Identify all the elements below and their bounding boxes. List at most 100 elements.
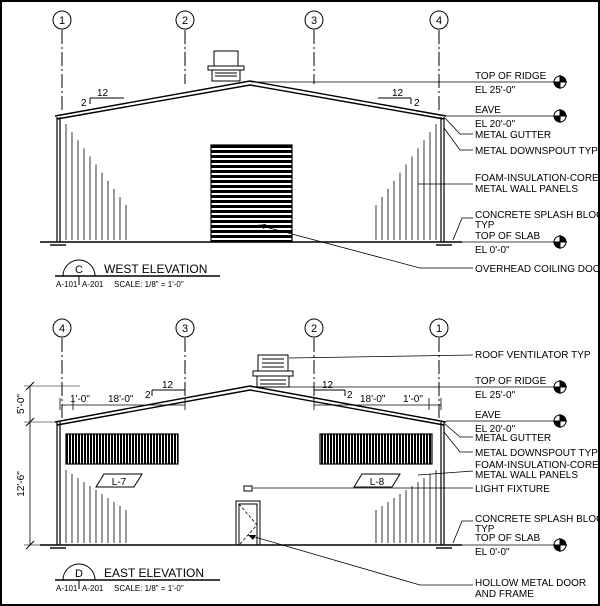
east-grid-bubble-1: 1	[429, 318, 449, 338]
svg-text:4: 4	[436, 15, 442, 27]
west-grid-bubble-4: 4	[429, 10, 449, 30]
east-level-eave: EAVE EL 20'-0"	[446, 410, 567, 435]
svg-text:METAL DOWNSPOUT TYP: METAL DOWNSPOUT TYP	[475, 448, 598, 459]
svg-text:L-7: L-7	[112, 477, 127, 488]
svg-text:2: 2	[414, 98, 420, 109]
svg-text:5'-0": 5'-0"	[16, 394, 27, 414]
louver-right	[319, 433, 433, 465]
svg-text:12: 12	[97, 88, 109, 99]
louver-tag-right: L-8	[353, 473, 401, 488]
svg-text:TYP: TYP	[475, 220, 495, 231]
svg-text:EL 0'-0": EL 0'-0"	[475, 245, 510, 256]
east-callout-ventilator: ROOF VENTILATOR TYP	[288, 350, 591, 361]
svg-text:METAL WALL PANELS: METAL WALL PANELS	[475, 470, 578, 481]
east-pitch-left: 12 2	[145, 380, 185, 401]
west-grid-bubble-3: 3	[304, 10, 324, 30]
svg-text:4: 4	[59, 323, 65, 335]
svg-text:SCALE: 1/8" = 1'-0": SCALE: 1/8" = 1'-0"	[114, 280, 184, 289]
svg-text:WEST ELEVATION: WEST ELEVATION	[104, 262, 207, 276]
west-roof-ventilator	[207, 50, 245, 82]
svg-text:3: 3	[182, 323, 188, 335]
west-callout-door: OVERHEAD COILING DOOR	[257, 224, 600, 275]
svg-text:2: 2	[182, 15, 188, 27]
east-dim-left: 1'-0" 18'-0"	[59, 394, 186, 410]
east-panel-hatch-right	[375, 470, 437, 543]
east-callout-door: HOLLOW METAL DOOR AND FRAME	[247, 534, 586, 600]
west-callout-gutter: METAL GUTTER	[444, 117, 551, 141]
svg-text:A-101: A-101	[56, 280, 78, 289]
east-grid-bubble-4: 4	[52, 318, 72, 338]
west-elevation: 1 2 3 4	[40, 10, 600, 289]
east-grid-bubble-3: 3	[175, 318, 195, 338]
svg-text:C: C	[75, 264, 83, 276]
east-elevation: 4 3 2 1	[16, 318, 600, 600]
west-callout-downspout: METAL DOWNSPOUT TYP	[443, 127, 598, 157]
east-grid-bubble-2: 2	[304, 318, 324, 338]
west-pitch-right: 12 2	[378, 88, 420, 109]
svg-text:METAL GUTTER: METAL GUTTER	[475, 130, 551, 141]
east-roof-outline	[54, 385, 447, 426]
west-grid-lines	[61, 30, 440, 113]
svg-text:EAVE: EAVE	[475, 105, 501, 116]
east-roof-ventilator	[252, 354, 294, 388]
overhead-coiling-door	[210, 144, 293, 243]
svg-text:EL 25'-0": EL 25'-0"	[475, 85, 516, 96]
svg-text:12: 12	[322, 380, 334, 391]
east-pitch-right: 12 2	[314, 380, 353, 401]
svg-text:LIGHT FIXTURE: LIGHT FIXTURE	[475, 484, 550, 495]
east-wall-outline	[56, 422, 445, 545]
east-vertical-dims: 5'-0" 12'-6"	[16, 381, 80, 550]
east-grid-lines	[61, 338, 440, 418]
east-level-slab: TOP OF SLAB EL 0'-0"	[462, 533, 567, 558]
svg-text:L-8: L-8	[370, 477, 385, 488]
svg-text:FOAM-INSULATION-CORE: FOAM-INSULATION-CORE	[475, 173, 599, 184]
svg-text:1'-0": 1'-0"	[70, 394, 90, 405]
east-callout-gutter: METAL GUTTER	[444, 423, 551, 444]
svg-text:1'-0": 1'-0"	[403, 394, 423, 405]
svg-text:EL 20'-0": EL 20'-0"	[475, 119, 516, 130]
svg-text:2: 2	[347, 390, 353, 401]
svg-text:OVERHEAD COILING DOOR: OVERHEAD COILING DOOR	[475, 264, 600, 275]
east-callout-splash: CONCRETE SPLASH BLOCK TYP	[452, 514, 600, 544]
west-panel-hatch-right	[375, 124, 437, 240]
svg-text:3: 3	[311, 15, 317, 27]
svg-text:12: 12	[392, 88, 404, 99]
svg-text:TOP OF SLAB: TOP OF SLAB	[475, 533, 541, 544]
svg-text:METAL WALL PANELS: METAL WALL PANELS	[475, 184, 578, 195]
west-wall-outline	[56, 117, 445, 242]
west-callout-splash: CONCRETE SPLASH BLOCK TYP	[452, 210, 600, 241]
svg-text:1: 1	[436, 323, 442, 335]
svg-text:SCALE: 1/8" = 1'-0": SCALE: 1/8" = 1'-0"	[114, 584, 184, 593]
east-level-ridge: TOP OF RIDGE EL 25'-0"	[251, 376, 567, 401]
svg-text:AND FRAME: AND FRAME	[475, 589, 534, 600]
svg-text:TOP OF RIDGE: TOP OF RIDGE	[475, 376, 547, 387]
west-pitch-left: 12 2	[81, 88, 124, 109]
svg-text:1: 1	[59, 15, 65, 27]
svg-text:CONCRETE SPLASH BLOCK: CONCRETE SPLASH BLOCK	[475, 514, 600, 525]
west-level-ridge: TOP OF RIDGE EL 25'-0"	[251, 71, 567, 96]
svg-text:2: 2	[145, 390, 151, 401]
west-roof-outline	[54, 80, 447, 120]
east-panel-hatch-left	[65, 470, 127, 543]
west-level-slab: TOP OF SLAB EL 0'-0"	[462, 231, 567, 256]
svg-text:A-101: A-101	[56, 584, 78, 593]
svg-text:TOP OF SLAB: TOP OF SLAB	[475, 231, 541, 242]
svg-text:12: 12	[162, 380, 174, 391]
east-title-block: D EAST ELEVATION A-101 A-201 SCALE: 1/8"…	[55, 563, 220, 593]
louver-tag-left: L-7	[95, 473, 143, 488]
svg-text:EAVE: EAVE	[475, 410, 501, 421]
svg-text:EL 25'-0": EL 25'-0"	[475, 390, 516, 401]
svg-text:2: 2	[81, 98, 87, 109]
east-slab-line	[40, 544, 462, 549]
west-slab-line	[40, 241, 462, 246]
svg-text:EAST ELEVATION: EAST ELEVATION	[104, 566, 204, 580]
svg-text:18'-0": 18'-0"	[360, 394, 386, 405]
west-panel-hatch-left	[65, 124, 127, 240]
svg-text:FOAM-INSULATION-CORE: FOAM-INSULATION-CORE	[475, 460, 599, 471]
hollow-metal-door	[235, 500, 261, 546]
svg-text:TOP OF RIDGE: TOP OF RIDGE	[475, 71, 547, 82]
west-title-block: C WEST ELEVATION A-101 A-201 SCALE: 1/8"…	[55, 259, 220, 289]
east-callout-panels: FOAM-INSULATION-CORE METAL WALL PANELS	[417, 460, 599, 481]
